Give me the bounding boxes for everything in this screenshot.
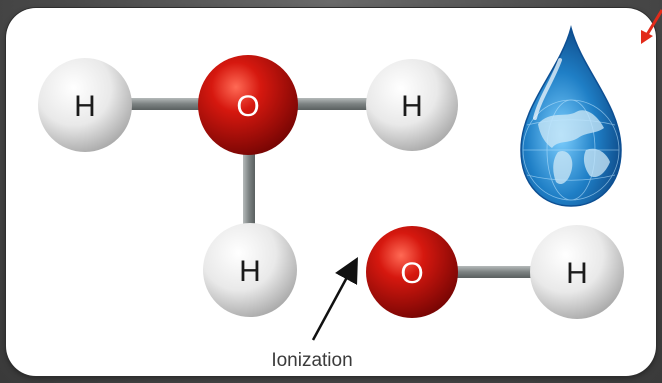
hydrogen-atom: H	[366, 59, 458, 151]
bond-o-h2	[296, 98, 370, 110]
ionization-label: Ionization	[271, 350, 352, 371]
atom-symbol: H	[566, 257, 588, 290]
hydrogen-atom: H	[38, 58, 132, 152]
hydrogen-atom: H	[530, 225, 624, 319]
atom-symbol: H	[239, 255, 261, 288]
atom-symbol: O	[400, 257, 423, 290]
water-drop-globe-icon	[520, 25, 622, 207]
atom-symbol: H	[401, 90, 423, 123]
oxygen-atom: O	[366, 226, 458, 318]
bond-o-h-hydroxide	[450, 266, 532, 278]
atom-symbol: O	[236, 90, 259, 123]
atom-symbol: H	[74, 90, 96, 123]
hydrogen-atom: H	[203, 223, 297, 317]
corner-arrow-icon	[641, 9, 662, 44]
bond-o-h3	[243, 150, 255, 230]
ionization-arrow-icon	[311, 257, 358, 341]
bond-h1-o	[130, 98, 212, 110]
oxygen-atom: O	[198, 55, 298, 155]
